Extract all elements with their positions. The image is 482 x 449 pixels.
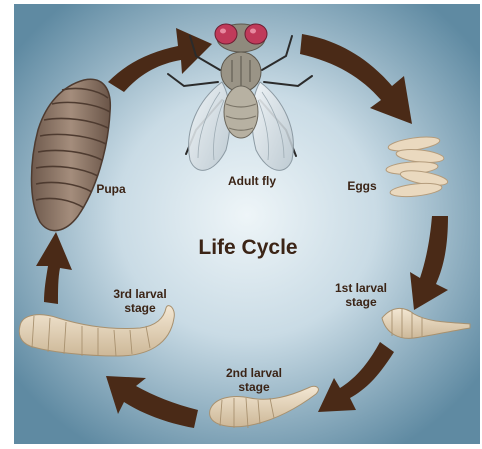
diagram-title: Life Cycle [178,236,318,260]
label-adult-fly: Adult fly [222,175,282,189]
label-eggs: Eggs [332,180,392,194]
label-larva1: 1st larval stage [321,282,401,310]
label-larva2: 2nd larval stage [214,367,294,395]
fly-right-eye [245,24,267,44]
fly-left-eye [215,24,237,44]
label-larva3: 3rd larval stage [100,288,180,316]
label-pupa: Pupa [86,183,136,197]
